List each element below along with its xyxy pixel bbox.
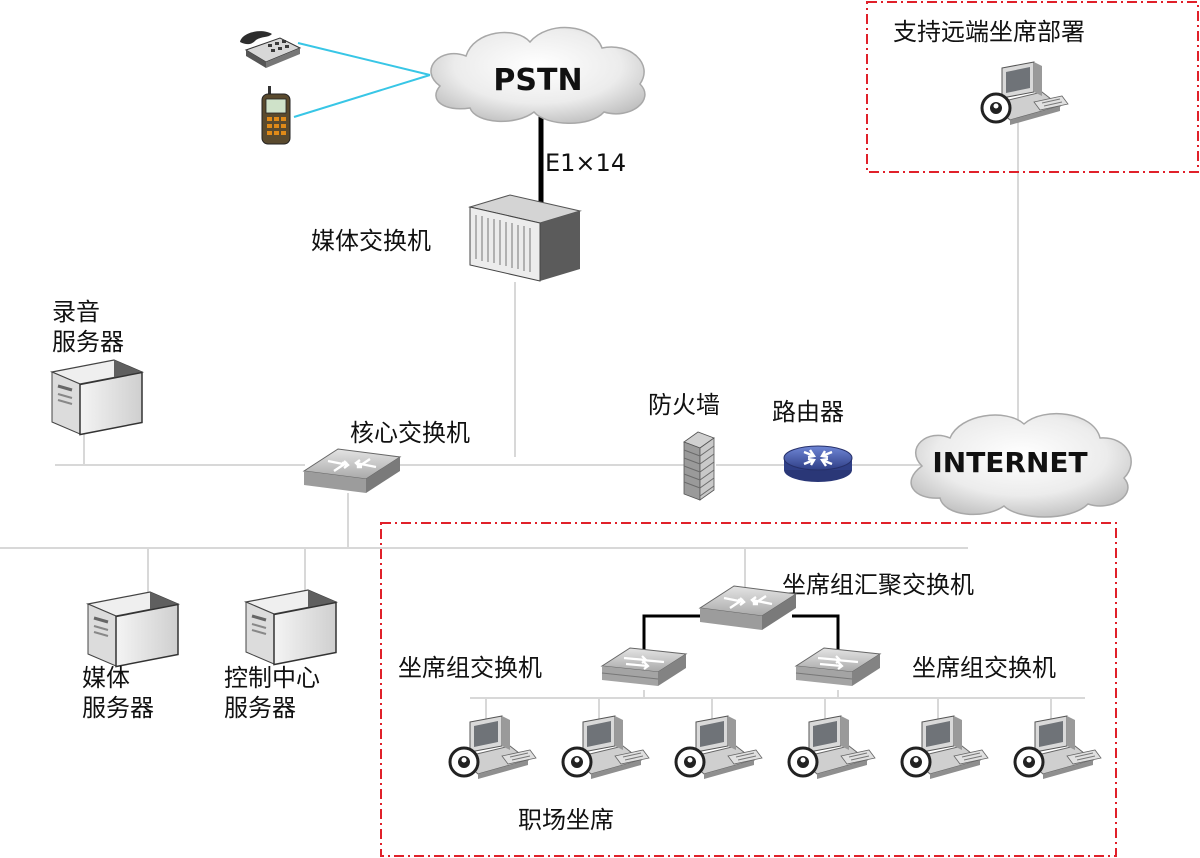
agent-workstation-icon — [787, 714, 877, 781]
control-server-label-line1: 控制中心 — [224, 664, 320, 692]
group-switch-left-icon — [600, 646, 688, 688]
media-server-label-line1: 媒体 — [82, 664, 130, 692]
agent-workstation-icon — [561, 714, 651, 781]
trunk-label: E1×14 — [545, 149, 626, 177]
control-server-icon — [244, 588, 338, 667]
group-switch-right-label: 坐席组交换机 — [912, 654, 1056, 682]
agent-zone — [380, 522, 1117, 857]
agent-workstation-icon — [674, 714, 764, 781]
remote-zone-title: 支持远端坐席部署 — [893, 18, 1085, 46]
agg-to-left-group-link — [642, 614, 705, 656]
agent-workstation-icon — [1013, 714, 1103, 781]
group-switch-right-icon — [794, 646, 882, 688]
links — [0, 42, 1085, 720]
phone-link-desk — [297, 42, 431, 76]
recording-server-label-line1: 录音 — [52, 298, 100, 326]
pstn-cloud: PSTN — [430, 26, 646, 124]
media-switch — [468, 194, 582, 282]
firewall-label: 防火墙 — [648, 391, 720, 419]
remote-workstation-icon — [980, 60, 1070, 127]
aggregation-switch-label: 坐席组汇聚交换机 — [782, 571, 974, 599]
agg-to-right-group-link — [792, 614, 840, 656]
desk-phone-icon — [240, 31, 302, 68]
cloud-icon — [910, 412, 1132, 518]
chassis-switch-icon — [468, 194, 582, 282]
core-switch-label: 核心交换机 — [350, 419, 470, 447]
control-server-label-line2: 服务器 — [224, 694, 296, 722]
internet-cloud: INTERNET — [910, 412, 1132, 518]
remote-agent-zone — [866, 1, 1199, 173]
mobile-phone-icon — [261, 86, 291, 145]
internet-label: INTERNET — [932, 446, 1087, 479]
phone-link-mobile — [293, 74, 431, 118]
router-label: 路由器 — [772, 398, 844, 426]
recording-server-label-line2: 服务器 — [52, 328, 124, 356]
firewall-icon — [683, 431, 715, 501]
workstations-label: 职场坐席 — [518, 806, 614, 834]
router-icon — [783, 445, 853, 482]
recording-server-icon — [50, 358, 144, 437]
media-server-label-line2: 服务器 — [82, 694, 154, 722]
media-switch-label: 媒体交换机 — [311, 227, 431, 255]
core-switch-icon — [302, 447, 402, 495]
agent-workstations — [448, 714, 1103, 781]
media-server-icon — [86, 590, 180, 669]
cloud-icon — [430, 26, 646, 124]
workstation-drops — [485, 698, 1052, 720]
aggregation-switch-icon — [698, 584, 798, 632]
agent-workstation-icon — [900, 714, 990, 781]
pstn-label: PSTN — [493, 63, 582, 98]
agent-workstation-icon — [448, 714, 538, 781]
group-switch-left-label: 坐席组交换机 — [398, 654, 542, 682]
